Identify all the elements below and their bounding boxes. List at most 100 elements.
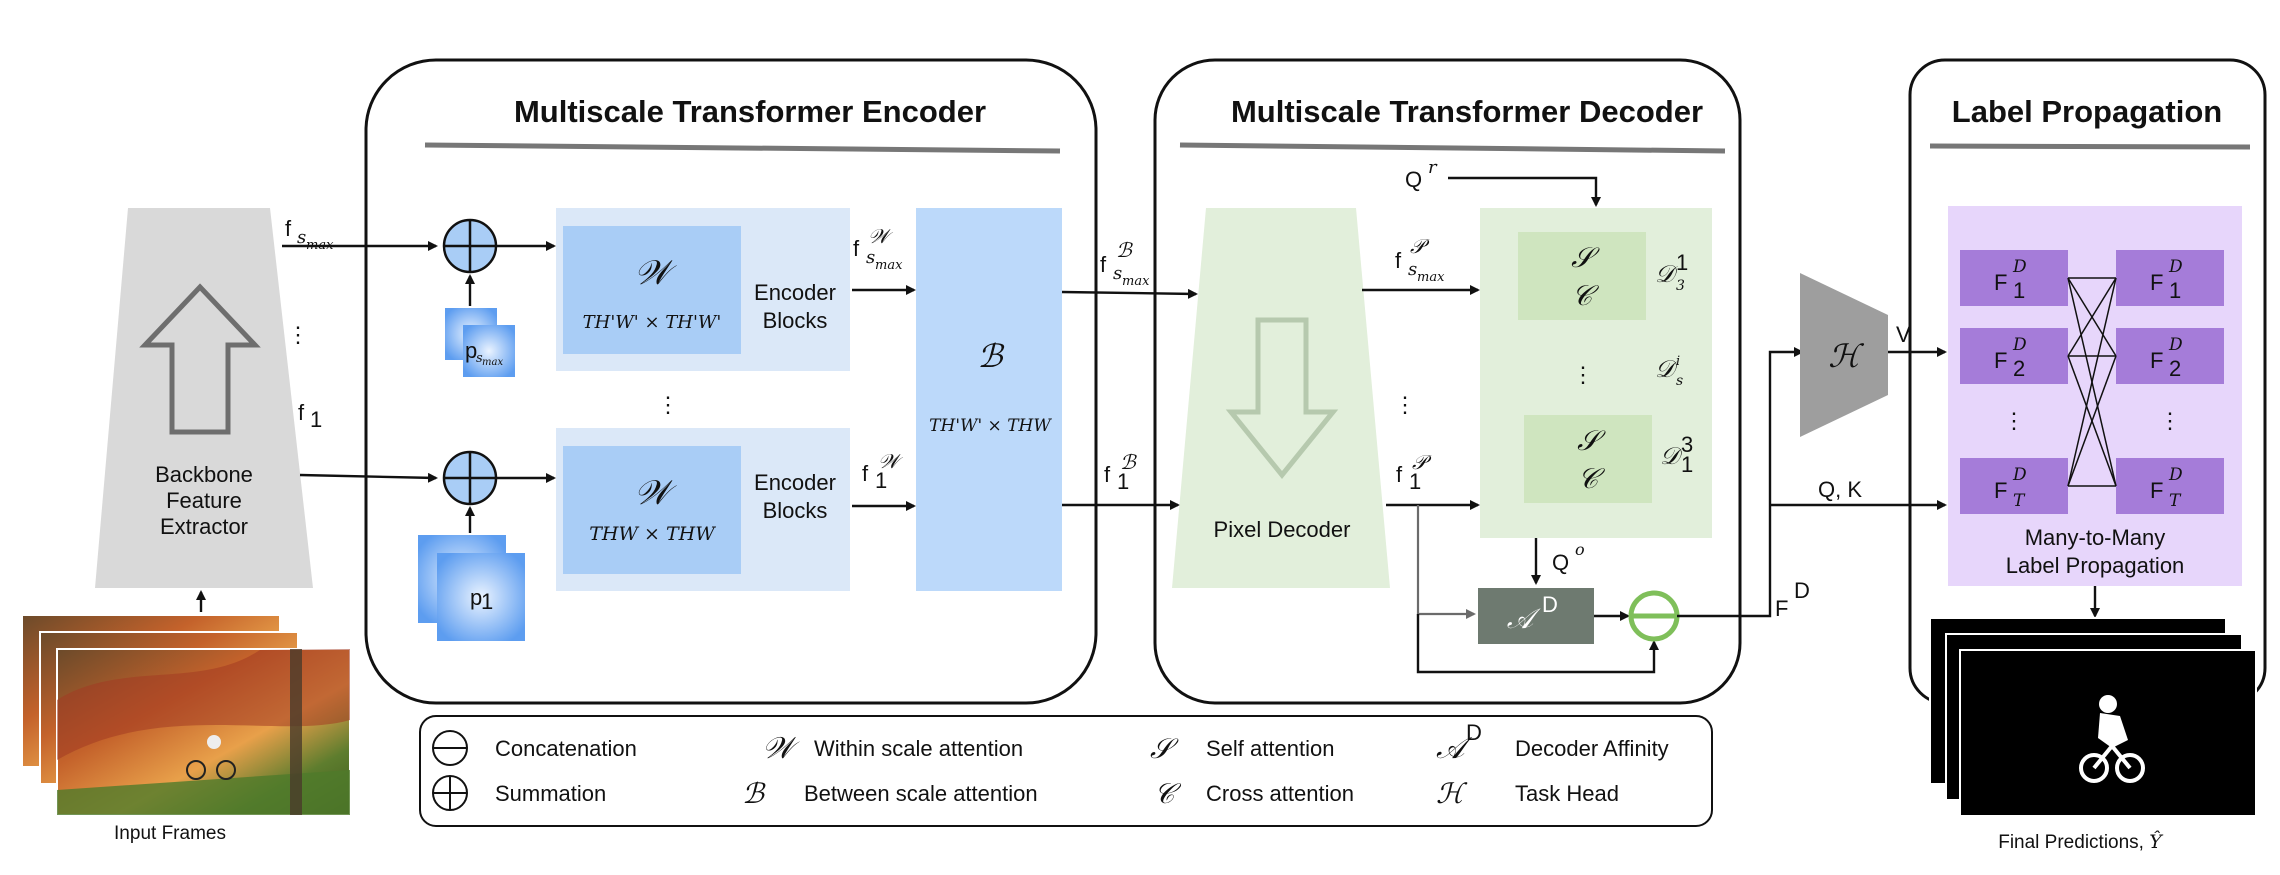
- legend: Concatenation Summation 𝒲 Within scale a…: [432, 720, 1669, 811]
- decoder-layer-top: [1518, 232, 1646, 320]
- legend-item-cross-attention: 𝒞 Cross attention: [1154, 777, 1354, 810]
- qk-label: Q, K: [1818, 477, 1862, 502]
- feature-label-fw-1: f 1 𝒲: [862, 449, 904, 493]
- svg-text:1: 1: [310, 407, 322, 432]
- propagation-caption-2: Label Propagation: [2006, 553, 2185, 578]
- skip-to-concat-arrow: [1416, 614, 1659, 674]
- svg-text:p: p: [465, 338, 477, 363]
- legend-item-within-scale: 𝒲 Within scale attention: [762, 731, 1023, 766]
- svg-text:D: D: [2168, 465, 2183, 485]
- within-dims-top: TH'W' × TH'W': [583, 312, 722, 333]
- svg-text:ℬ: ℬ: [1120, 450, 1137, 474]
- decoder-layer-vdots: ⋮: [1572, 362, 1594, 387]
- svg-text:F: F: [1994, 478, 2007, 503]
- legend-item-between-scale: ℬ Between scale attention: [742, 777, 1038, 810]
- svg-text:max: max: [482, 357, 503, 368]
- propagation-title: Label Propagation: [1952, 94, 2222, 129]
- svg-text:Summation: Summation: [495, 781, 606, 806]
- svg-text:s: s: [1113, 263, 1122, 284]
- svg-text:𝒲: 𝒲: [762, 731, 800, 766]
- propagation-caption-1: Many-to-Many: [2025, 525, 2166, 550]
- svg-text:s: s: [1676, 373, 1683, 389]
- within-dims-bottom: THW × THW: [589, 523, 716, 545]
- backbone-feature-extractor: Backbone Feature Extractor: [95, 208, 313, 588]
- svg-text:F: F: [2150, 348, 2163, 373]
- svg-text:r: r: [1428, 157, 1438, 178]
- summation-node-bottom: [442, 450, 498, 506]
- feature-label-fw-smax: f s max 𝒲: [853, 224, 903, 273]
- legend-item-decoder-affinity: 𝒜 D Decoder Affinity: [1436, 720, 1669, 766]
- svg-text:f: f: [853, 236, 860, 261]
- legend-item-self-attention: 𝒮 Self attention: [1150, 732, 1334, 765]
- svg-text:F: F: [2150, 270, 2163, 295]
- svg-text:D: D: [2168, 335, 2183, 355]
- svg-text:1: 1: [481, 589, 493, 614]
- svg-text:1: 1: [1681, 452, 1693, 477]
- svg-text:D: D: [2012, 335, 2027, 355]
- feature-label-fb-smax: f s max ℬ: [1100, 238, 1150, 289]
- backbone-label-2: Feature: [166, 488, 242, 513]
- down-arrow-icon: [1225, 317, 1339, 479]
- right-cell-t-label: FDT: [2150, 465, 2183, 511]
- left-column-vdots: ⋮: [2003, 408, 2025, 433]
- fd-to-task-head-arrow: [1677, 347, 1804, 618]
- backbone-label-1: Backbone: [155, 462, 253, 487]
- svg-text:2: 2: [2013, 356, 2025, 381]
- svg-text:D: D: [2168, 257, 2183, 277]
- svg-text:ℋ: ℋ: [1436, 777, 1468, 810]
- svg-text:𝒲: 𝒲: [878, 449, 904, 473]
- feature-label-fsmax: f s max: [285, 216, 334, 253]
- svg-text:Within scale attention: Within scale attention: [814, 736, 1023, 761]
- left-cell-2-label: FD2: [1994, 335, 2027, 381]
- svg-text:3: 3: [1676, 278, 1685, 294]
- svg-text:F: F: [1994, 270, 2007, 295]
- svg-text:Self attention: Self attention: [1206, 736, 1334, 761]
- svg-text:f: f: [1396, 462, 1403, 487]
- v-label: V: [1896, 322, 1911, 347]
- left-cell-2: [1960, 328, 2068, 384]
- between-dims: TH'W' × THW: [929, 416, 1052, 436]
- concatenation-node: [1628, 590, 1680, 642]
- backbone-vdots: ⋮: [287, 322, 309, 347]
- right-cell-2: [2116, 328, 2224, 384]
- svg-text:f: f: [1104, 462, 1111, 487]
- input-frames-label: Input Frames: [114, 823, 226, 844]
- right-cell-1-label: FD1: [2150, 257, 2183, 303]
- many-to-many-links: [2067, 277, 2117, 487]
- svg-text:max: max: [1122, 274, 1150, 289]
- input-frames: Input Frames: [21, 614, 351, 844]
- svg-text:o: o: [1575, 540, 1585, 559]
- svg-text:Cross attention: Cross attention: [1206, 781, 1354, 806]
- decoder-affinity-block: 𝒜 D: [1478, 588, 1594, 644]
- svg-text:Decoder Affinity: Decoder Affinity: [1515, 736, 1669, 761]
- decoder-layer-bottom: [1524, 415, 1652, 503]
- legend-box: [419, 715, 1713, 827]
- svg-text:F: F: [1994, 348, 2007, 373]
- svg-text:𝒲: 𝒲: [868, 224, 894, 248]
- svg-text:1: 1: [2169, 278, 2181, 303]
- svg-text:T: T: [2169, 491, 2182, 511]
- svg-text:ℬ: ℬ: [1116, 238, 1133, 262]
- right-cell-1: [2116, 250, 2224, 306]
- svg-text:f: f: [285, 216, 292, 241]
- left-cell-1: [1960, 250, 2068, 306]
- svg-text:D: D: [2012, 465, 2027, 485]
- svg-text:ℬ: ℬ: [742, 777, 766, 810]
- pos-encoding-smax: p s max: [445, 308, 515, 377]
- legend-item-concatenation: Concatenation: [432, 730, 637, 766]
- svg-text:f: f: [1395, 248, 1402, 273]
- decoder-output-fd: F D: [1775, 578, 1810, 621]
- svg-text:1: 1: [1676, 250, 1688, 275]
- query-qo: Q o: [1552, 540, 1585, 575]
- encoder-vdots: ⋮: [657, 392, 679, 417]
- skip-to-affinity-arrow: [1416, 505, 1476, 619]
- svg-text:Concatenation: Concatenation: [495, 736, 637, 761]
- svg-text:Q: Q: [1405, 167, 1422, 192]
- svg-text:Between scale attention: Between scale attention: [804, 781, 1038, 806]
- svg-text:Q: Q: [1552, 550, 1569, 575]
- pixel-decoder: Pixel Decoder: [1172, 208, 1390, 588]
- svg-text:T: T: [2013, 491, 2026, 511]
